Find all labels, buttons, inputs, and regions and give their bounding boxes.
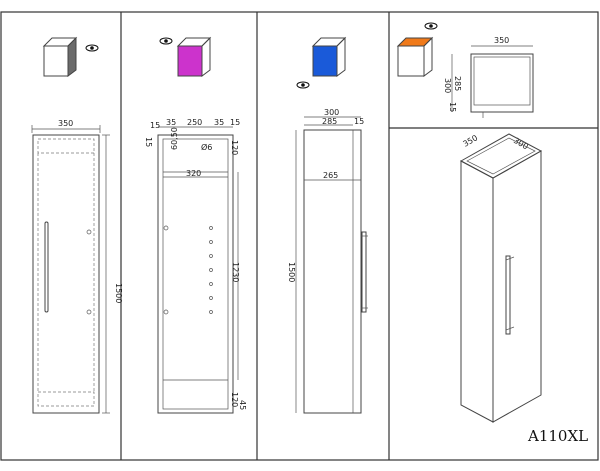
eye-icon [85, 44, 99, 52]
svg-text:320: 320 [186, 169, 201, 178]
cube-icon [311, 36, 347, 77]
handle-icon [505, 255, 511, 335]
dim-height: 1500 [114, 283, 123, 303]
handle-icon [361, 231, 367, 313]
svg-text:300: 300 [443, 78, 452, 93]
svg-text:1230: 1230 [231, 262, 240, 282]
svg-text:350: 350 [462, 133, 480, 148]
svg-text:60,50: 60,50 [170, 127, 179, 150]
svg-text:45: 45 [238, 400, 247, 410]
svg-text:35: 35 [166, 118, 176, 127]
svg-text:Ø6: Ø6 [201, 142, 212, 152]
model-label: A110XL [527, 427, 588, 445]
svg-text:265: 265 [323, 171, 338, 180]
cabinet-iso-front [460, 160, 494, 423]
svg-text:285: 285 [322, 117, 337, 126]
svg-text:35: 35 [214, 118, 224, 127]
cube-icon [396, 36, 434, 77]
cabinet-front [32, 134, 100, 414]
outer-frame [0, 11, 599, 461]
svg-text:15: 15 [230, 118, 240, 127]
handle-icon [44, 221, 49, 313]
cube-icon [176, 36, 212, 77]
svg-text:15: 15 [144, 137, 153, 147]
svg-text:15: 15 [448, 102, 457, 112]
svg-text:1500: 1500 [287, 262, 296, 282]
cabinet-section [157, 134, 234, 414]
svg-text:350: 350 [494, 36, 509, 45]
eye-icon [424, 22, 438, 30]
eye-icon [159, 37, 173, 45]
svg-text:120: 120 [230, 392, 239, 407]
panel-front-view: 350 1500 [31, 36, 123, 414]
panel-iso-view: 350 300 [459, 133, 543, 423]
svg-text:285: 285 [453, 76, 462, 91]
panel-top-view: 350 300 285 15 [396, 22, 534, 118]
cube-icon [42, 36, 78, 77]
panel-side-view: 300 285 15 265 1500 [287, 36, 368, 414]
dim-width: 350 [58, 119, 73, 128]
svg-text:300: 300 [324, 108, 339, 117]
eye-icon [296, 81, 310, 89]
cabinet-side [303, 129, 362, 414]
cabinet-top [470, 53, 534, 113]
svg-text:250: 250 [187, 118, 202, 127]
svg-text:120: 120 [230, 140, 239, 155]
svg-text:15: 15 [354, 117, 364, 126]
cabinet-iso-side [492, 150, 542, 423]
svg-text:15: 15 [150, 121, 160, 130]
panel-section-view: 15 35 250 35 15 15 60,50 Ø6 120 320 1230… [144, 36, 247, 414]
